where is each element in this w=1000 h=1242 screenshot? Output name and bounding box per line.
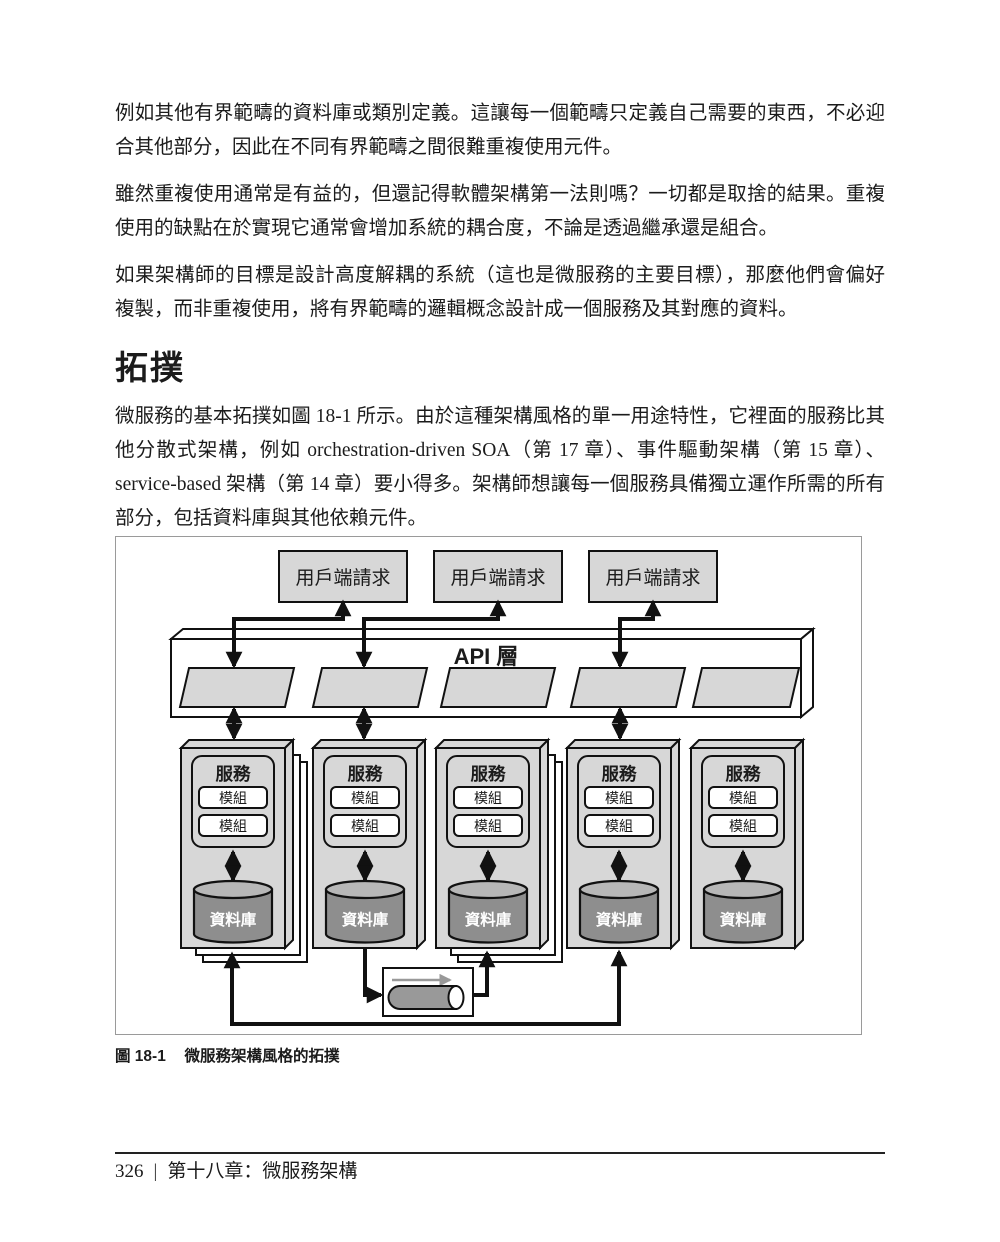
module-label: 模組 [729, 819, 757, 835]
page-footer: 326 | 第十八章：微服務架構 [115, 1158, 885, 1186]
module-box [330, 814, 400, 837]
service-stack: 服務 模組 模組 資料庫 [433, 737, 563, 963]
figure-caption-title: 微服務架構風格的拓撲 [184, 1048, 340, 1065]
module-box [708, 814, 778, 837]
service1-service4-connector [223, 949, 628, 1026]
queue-service3-connector [473, 950, 496, 997]
service-stack: 服務 模組 模組 資料庫 [310, 737, 428, 951]
database-cylinder [192, 888, 274, 944]
api-layer-label: API 層 [454, 644, 519, 669]
queue-cylinder [387, 985, 457, 1010]
section-paragraph: 微服務的基本拓撲如圖 18-1 所示。由於這種架構風格的單一用途特性，它裡面的服… [115, 406, 885, 529]
paragraph-1: 例如其他有界範疇的資料庫或類別定義。這讓每一個範疇只定義自己需要的東西，不必迎合… [115, 103, 885, 158]
api-endpoint-parallelogram [178, 667, 296, 708]
module-label: 模組 [351, 819, 379, 835]
service-stack: 服務 模組 模組 資料庫 [688, 737, 806, 951]
client-api-connector [611, 599, 662, 669]
module-box [198, 814, 268, 837]
footer-separator: | [153, 1161, 158, 1182]
api-endpoint-parallelogram [311, 667, 429, 708]
client-api-connector [355, 599, 507, 669]
module-box [453, 786, 523, 809]
module-label: 模組 [474, 819, 502, 835]
module-box [584, 814, 654, 837]
service-label: 服務 [471, 764, 506, 784]
footer-chapter-title: 第十八章：微服務架構 [167, 1161, 358, 1182]
queue-box [382, 967, 474, 1017]
module-box [584, 786, 654, 809]
service-label: 服務 [602, 764, 637, 784]
database-label: 資料庫 [465, 910, 512, 929]
api-endpoint-parallelogram [569, 667, 687, 708]
module-box [708, 786, 778, 809]
module-label: 模組 [605, 819, 633, 835]
database-cylinder [578, 888, 660, 944]
module-label: 模組 [474, 791, 502, 807]
service-label: 服務 [348, 764, 383, 784]
module-label: 模組 [729, 791, 757, 807]
database-label: 資料庫 [342, 910, 389, 929]
client-request-box: 用戶端請求 [588, 550, 718, 603]
topology-diagram: 用戶端請求 用戶端請求 用戶端請求 API 層 [168, 550, 816, 1026]
service-stack: 服務 模組 模組 資料庫 [178, 737, 308, 963]
module-box [330, 786, 400, 809]
client-request-box: 用戶端請求 [433, 550, 563, 603]
footer-rule [115, 1152, 885, 1154]
database-cylinder [702, 888, 784, 944]
database-cylinder [447, 888, 529, 944]
database-cylinder [324, 888, 406, 944]
client-api-connector [225, 599, 352, 669]
api-layer: API 層 [168, 626, 816, 720]
client-request-label: 用戶端請求 [295, 567, 390, 589]
figure-18-1: 用戶端請求 用戶端請求 用戶端請求 API 層 [115, 536, 862, 1035]
figure-caption-label: 圖 18-1 [115, 1048, 166, 1065]
module-label: 模組 [351, 791, 379, 807]
client-request-label: 用戶端請求 [605, 567, 700, 589]
api-endpoint-parallelogram [439, 667, 557, 708]
service-label: 服務 [726, 764, 761, 784]
api-endpoint-parallelogram [691, 667, 801, 708]
paragraph-2: 雖然重複使用通常是有益的，但還記得軟體架構第一法則嗎？一切都是取捨的結果。重複使… [115, 184, 885, 239]
client-request-box: 用戶端請求 [278, 550, 408, 603]
section-heading: 拓撲 [115, 349, 185, 386]
module-label: 模組 [219, 819, 247, 835]
module-box [453, 814, 523, 837]
service-stack: 服務 模組 模組 資料庫 [564, 737, 682, 951]
queue-cylinder-end [447, 985, 465, 1010]
database-label: 資料庫 [720, 910, 767, 929]
database-label: 資料庫 [596, 910, 643, 929]
figure-caption: 圖 18-1 微服務架構風格的拓撲 [115, 1046, 885, 1068]
service2-queue-connector [363, 948, 384, 1004]
service-label: 服務 [216, 764, 251, 784]
module-label: 模組 [605, 791, 633, 807]
module-label: 模組 [219, 791, 247, 807]
paragraph-3: 如果架構師的目標是設計高度解耦的系統（這也是微服務的主要目標），那麼他們會偏好複… [115, 265, 885, 320]
database-label: 資料庫 [210, 910, 257, 929]
footer-page-number: 326 [115, 1161, 144, 1182]
client-request-label: 用戶端請求 [450, 567, 545, 589]
module-box [198, 786, 268, 809]
